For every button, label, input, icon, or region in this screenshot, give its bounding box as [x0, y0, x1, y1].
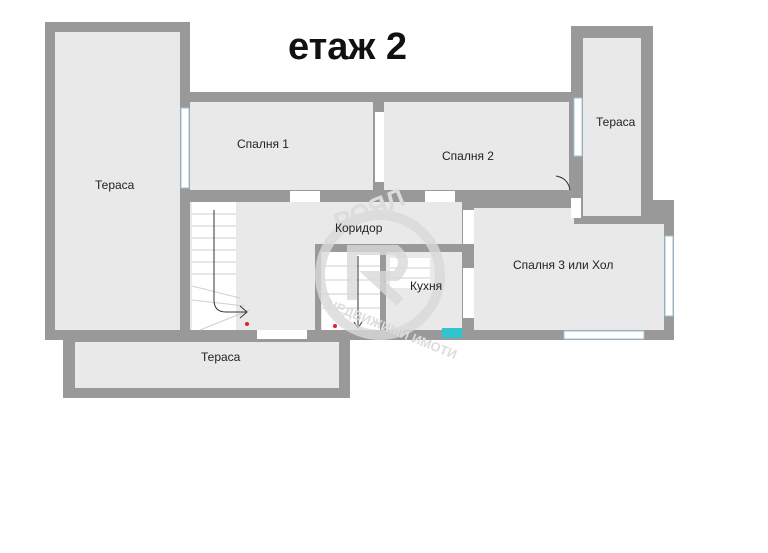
terrace-bottom-floor — [75, 342, 339, 388]
floor-title: етаж 2 — [288, 26, 408, 68]
terrace-left-floor — [55, 32, 180, 330]
label-bedroom3: Спалня 3 или Хол — [513, 258, 613, 272]
terrace-right-floor — [583, 38, 641, 216]
room-labels: Тераса Спалня 1 Спалня 2 Тераса Коридор … — [95, 115, 636, 364]
bedroom2-floor — [384, 102, 569, 190]
bedroom1-floor — [190, 102, 373, 190]
bedroom3-floor — [474, 224, 664, 330]
sink-icon — [442, 328, 462, 338]
label-terrace-bottom: Тераса — [201, 350, 241, 364]
label-bedroom1: Спалня 1 — [237, 137, 289, 151]
label-terrace-left: Тераса — [95, 178, 135, 192]
label-corridor: Коридор — [335, 221, 383, 235]
bedroom3-entry — [474, 208, 574, 228]
label-terrace-right: Тераса — [596, 115, 636, 129]
label-bedroom2: Спалня 2 — [442, 149, 494, 163]
kitchen-fixtures — [245, 322, 462, 338]
label-kitchen: Кухня — [410, 279, 442, 293]
windows — [180, 97, 674, 340]
doors — [257, 112, 581, 339]
